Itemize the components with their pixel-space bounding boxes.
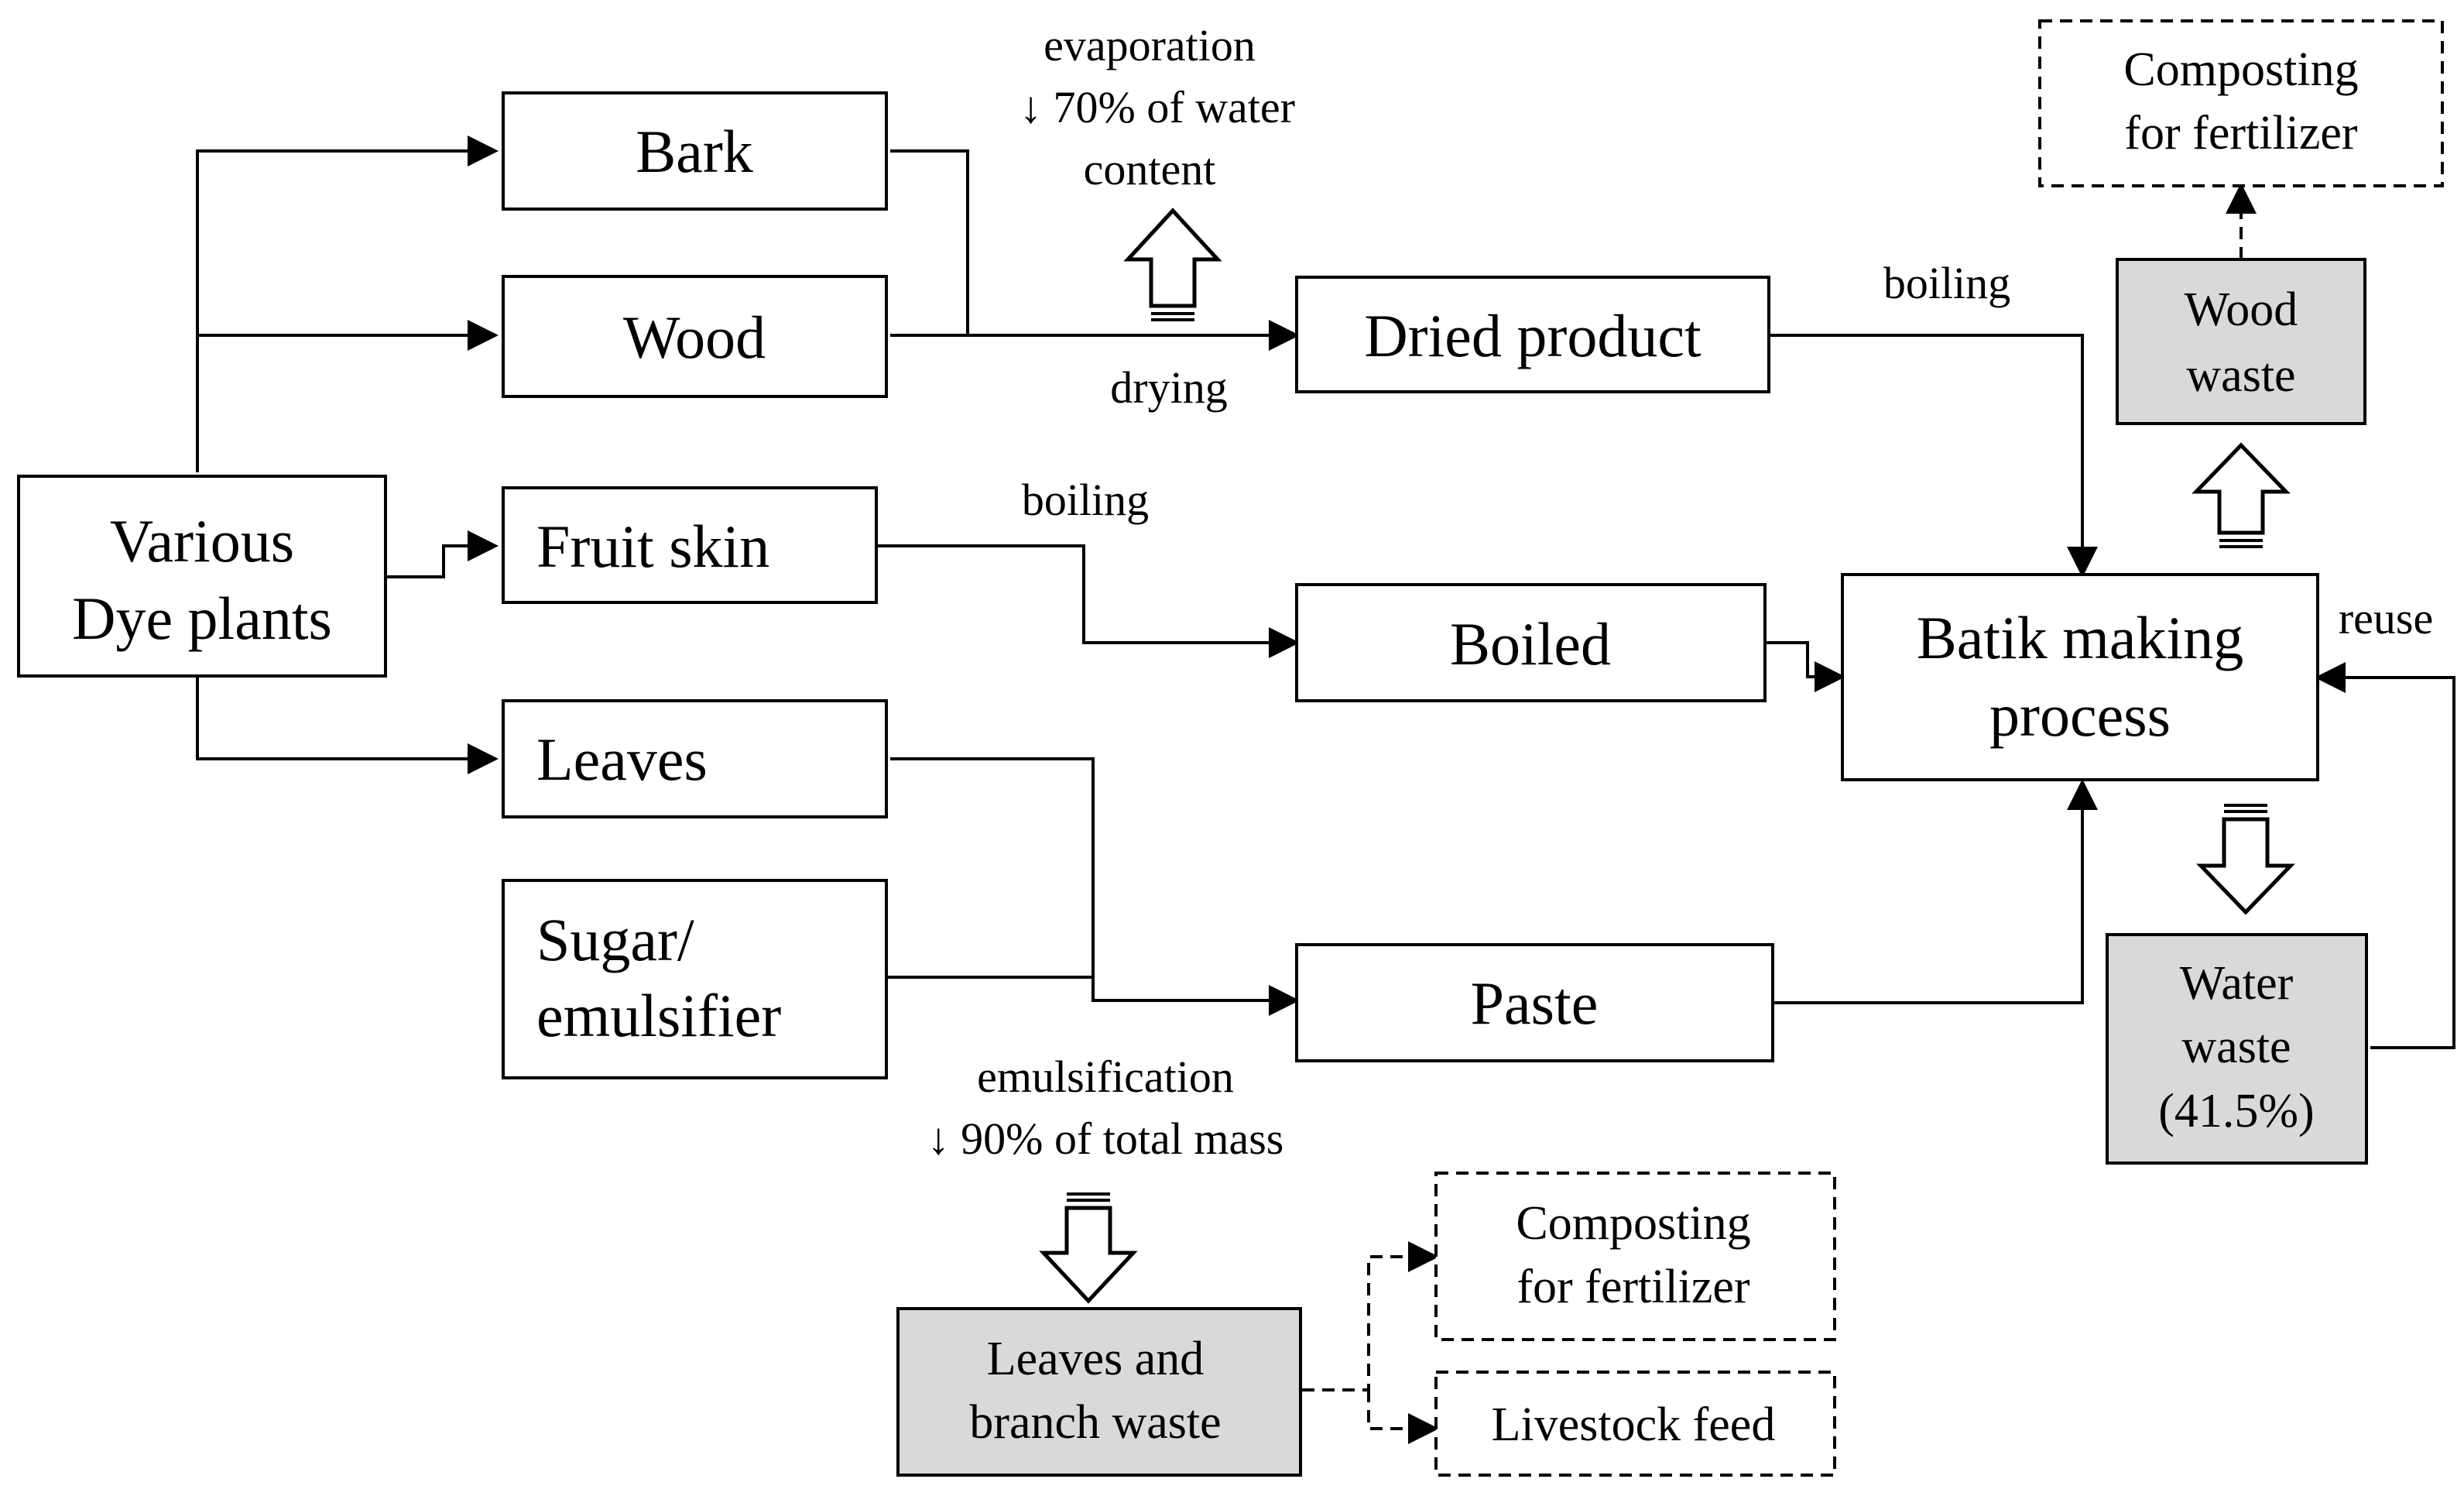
svg-text:waste: waste bbox=[2186, 349, 2295, 402]
svg-text:emulsifier: emulsifier bbox=[536, 982, 781, 1049]
node-various: Various Dye plants bbox=[17, 475, 387, 678]
water-waste-down-arrow-icon bbox=[2196, 804, 2295, 915]
node-boiled: Boiled bbox=[1295, 583, 1767, 702]
connectors bbox=[196, 136, 2455, 1444]
node-dried-product: Dried product bbox=[1295, 276, 1770, 393]
block-arrows bbox=[1039, 208, 2295, 1304]
edge-various-leaves bbox=[196, 676, 499, 774]
label-boiling-top: boiling bbox=[1883, 258, 2010, 308]
node-wood-waste: Wood waste bbox=[2116, 258, 2366, 425]
evaporation-arrow-icon bbox=[1123, 208, 1222, 321]
node-sugar: Sugar/ emulsifier bbox=[502, 879, 888, 1079]
node-wood: Wood bbox=[502, 275, 888, 398]
label-evaporation-content: content bbox=[1084, 144, 1216, 194]
wood-waste-up-arrow-icon bbox=[2192, 442, 2291, 548]
svg-text:process: process bbox=[1989, 681, 2171, 749]
label-emulsification-amount: ↓ 90% of total mass bbox=[927, 1113, 1284, 1164]
edge-leaves-paste bbox=[890, 757, 1300, 1016]
node-compost-top: Composting for fertilizer bbox=[2038, 19, 2444, 187]
svg-text:Boiled: Boiled bbox=[1450, 610, 1611, 678]
node-fruit-skin: Fruit skin bbox=[502, 486, 878, 604]
edge-leaveswaste-options bbox=[1302, 1241, 1439, 1391]
svg-text:(41.5%): (41.5%) bbox=[2158, 1085, 2314, 1137]
edge-bark-dried bbox=[890, 149, 969, 335]
node-bark: Bark bbox=[502, 91, 888, 211]
node-compost-bottom: Composting for fertilizer bbox=[1434, 1172, 1836, 1341]
edge-boiled-batik bbox=[1765, 641, 1845, 692]
svg-text:Water: Water bbox=[2180, 957, 2294, 1010]
edge-various-bark bbox=[196, 136, 499, 472]
svg-text:Dried product: Dried product bbox=[1364, 302, 1701, 369]
edge-paste-batik bbox=[1773, 779, 2098, 1004]
svg-text:Leaves and: Leaves and bbox=[987, 1333, 1205, 1385]
svg-text:Paste: Paste bbox=[1471, 969, 1599, 1037]
edge-various-fruit bbox=[386, 530, 499, 578]
edge-leaveswaste-livestock bbox=[1367, 1390, 1439, 1444]
svg-text:for fertilizer: for fertilizer bbox=[1516, 1261, 1750, 1313]
svg-text:Composting: Composting bbox=[1516, 1197, 1750, 1250]
svg-text:Various: Various bbox=[110, 507, 294, 575]
svg-text:Bark: Bark bbox=[636, 118, 753, 185]
edge-fruit-boiled bbox=[876, 544, 1300, 658]
label-reuse: reuse bbox=[2339, 593, 2433, 643]
node-water-waste: Water waste (41.5%) bbox=[2106, 933, 2368, 1165]
svg-text:Leaves: Leaves bbox=[536, 726, 708, 793]
edge-water-reuse bbox=[2315, 662, 2455, 1049]
svg-text:Sugar/: Sugar/ bbox=[536, 906, 694, 973]
svg-text:Wood: Wood bbox=[2185, 283, 2298, 336]
node-leaves-waste: Leaves and branch waste bbox=[896, 1307, 1302, 1477]
node-batik: Batik making process bbox=[1841, 573, 2319, 781]
svg-text:Wood: Wood bbox=[623, 304, 766, 371]
label-drying: drying bbox=[1110, 362, 1227, 413]
label-emulsification: emulsification bbox=[977, 1052, 1234, 1102]
emulsification-down-arrow-icon bbox=[1039, 1192, 1138, 1304]
node-livestock: Livestock feed bbox=[1434, 1371, 1836, 1477]
node-paste: Paste bbox=[1295, 943, 1774, 1062]
svg-text:Livestock feed: Livestock feed bbox=[1492, 1398, 1776, 1451]
svg-text:waste: waste bbox=[2181, 1021, 2291, 1073]
svg-text:Composting: Composting bbox=[2123, 43, 2358, 96]
edge-labels: evaporation ↓ 70% of water content dryin… bbox=[927, 20, 2434, 1164]
edge-dried-batik bbox=[1769, 334, 2098, 578]
label-boiling-mid: boiling bbox=[1022, 475, 1149, 525]
svg-text:Dye plants: Dye plants bbox=[72, 585, 332, 652]
label-evaporation-amount: ↓ 70% of water bbox=[1020, 82, 1295, 132]
node-leaves: Leaves bbox=[502, 699, 888, 818]
svg-text:Batik making: Batik making bbox=[1917, 604, 2243, 671]
svg-text:for fertilizer: for fertilizer bbox=[2124, 107, 2358, 160]
svg-text:branch waste: branch waste bbox=[969, 1396, 1221, 1449]
label-evaporation: evaporation bbox=[1044, 20, 1256, 70]
svg-text:Fruit skin: Fruit skin bbox=[536, 513, 769, 580]
